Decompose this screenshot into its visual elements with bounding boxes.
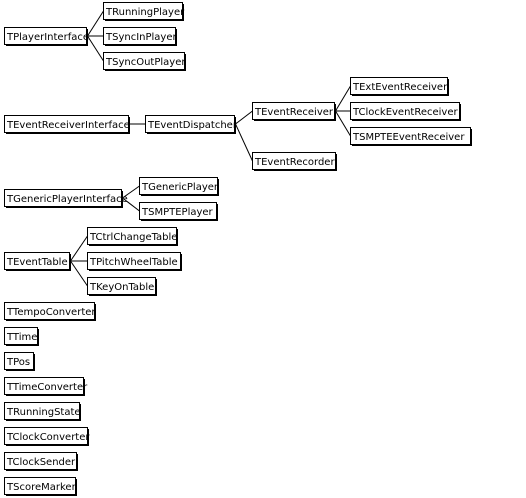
edge-teventtable-tctrlchangetable xyxy=(70,235,88,262)
edge-tplayerinterface-tsyncoutplayer xyxy=(87,35,104,62)
node-label: TTempoConverter xyxy=(6,307,96,318)
node-tctrlchangetable[interactable]: TCtrlChangeTable xyxy=(87,227,178,247)
node-label: TEventReceiverInterface xyxy=(6,120,130,131)
node-label: TKeyOnTable xyxy=(89,282,154,293)
node-label: TTime xyxy=(6,332,37,343)
edge-tgenericplayerinterface-tgenericplayer xyxy=(122,185,140,199)
edge-tgenericplayerinterface-tsmpteplayer xyxy=(122,197,140,212)
node-tkeyontable[interactable]: TKeyOnTable xyxy=(87,277,157,297)
node-label: TTimeConverter xyxy=(6,382,88,393)
edge-teventdispatcher-teventrecorder xyxy=(235,123,253,162)
edge-tplayerinterface-trunningplayer xyxy=(87,10,104,37)
node-teventreceiver[interactable]: TEventReceiver xyxy=(252,102,336,122)
node-teventdispatcher[interactable]: TEventDispatcher xyxy=(145,115,238,135)
node-tplayerinterface[interactable]: TPlayerInterface xyxy=(4,27,90,47)
node-tscoremarker[interactable]: TScoreMarker xyxy=(4,477,77,497)
edge-teventreceiver-tsmpteeventreceiver xyxy=(335,110,351,137)
node-label: TPitchWheelTable xyxy=(89,257,178,268)
node-tclocksender[interactable]: TClockSender xyxy=(4,452,78,472)
node-label: TGenericPlayerInterface xyxy=(6,194,128,205)
node-teventrecorder[interactable]: TEventRecorder xyxy=(252,152,337,172)
node-tsyncinplayer[interactable]: TSyncInPlayer xyxy=(103,27,178,47)
node-trunningplayer[interactable]: TRunningPlayer xyxy=(103,2,186,22)
node-label: TClockSender xyxy=(6,457,76,468)
edge-teventtable-tkeyontable xyxy=(70,260,88,287)
node-teventtable[interactable]: TEventTable xyxy=(4,252,71,272)
node-label: TScoreMarker xyxy=(6,482,77,493)
node-label: TRunningPlayer xyxy=(105,7,185,18)
node-texteventreceiver[interactable]: TExtEventReceiver xyxy=(350,77,449,97)
node-label: TEventReceiver xyxy=(254,107,334,118)
node-tclockeventreceiver[interactable]: TClockEventReceiver xyxy=(350,102,461,122)
node-label: TSMPTEPlayer xyxy=(141,207,214,218)
node-label: TSyncOutPlayer xyxy=(105,57,186,68)
node-tpitchwheeltable[interactable]: TPitchWheelTable xyxy=(87,252,182,272)
edges-layer xyxy=(70,10,351,287)
node-label: TClockConverter xyxy=(6,432,90,443)
node-label: TPlayerInterface xyxy=(6,32,89,43)
edge-teventreceiver-texteventreceiver xyxy=(335,85,351,112)
node-tsyncoutplayer[interactable]: TSyncOutPlayer xyxy=(103,52,187,72)
node-ttimeconverter[interactable]: TTimeConverter xyxy=(4,377,89,397)
node-label: TEventRecorder xyxy=(254,157,335,168)
node-tsmpteplayer[interactable]: TSMPTEPlayer xyxy=(139,202,218,222)
node-tgenericplayer[interactable]: TGenericPlayer xyxy=(139,177,219,197)
node-label: TEventTable xyxy=(6,257,68,268)
node-label: TClockEventReceiver xyxy=(352,107,458,118)
node-label: TExtEventReceiver xyxy=(352,82,448,93)
node-tclockconverter[interactable]: TClockConverter xyxy=(4,427,91,447)
edge-teventdispatcher-teventreceiver xyxy=(235,110,253,125)
node-tsmpteeventreceiver[interactable]: TSMPTEEventReceiver xyxy=(350,127,472,147)
node-label: TSMPTEEventReceiver xyxy=(352,132,465,143)
node-label: TSyncInPlayer xyxy=(105,32,178,43)
node-ttime[interactable]: TTime xyxy=(4,327,39,347)
node-label: TRunningState xyxy=(6,407,81,418)
node-label: TCtrlChangeTable xyxy=(89,232,177,243)
node-tgenericplayerinterface[interactable]: TGenericPlayerInterface xyxy=(4,189,128,209)
node-ttempoconverter[interactable]: TTempoConverter xyxy=(4,302,97,322)
node-label: TGenericPlayer xyxy=(141,182,219,193)
node-label: TEventDispatcher xyxy=(147,120,238,131)
node-teventreceiverinterface[interactable]: TEventReceiverInterface xyxy=(4,115,130,135)
node-tpos[interactable]: TPos xyxy=(4,352,35,372)
node-trunningstate[interactable]: TRunningState xyxy=(4,402,81,422)
node-label: TPos xyxy=(6,357,30,368)
